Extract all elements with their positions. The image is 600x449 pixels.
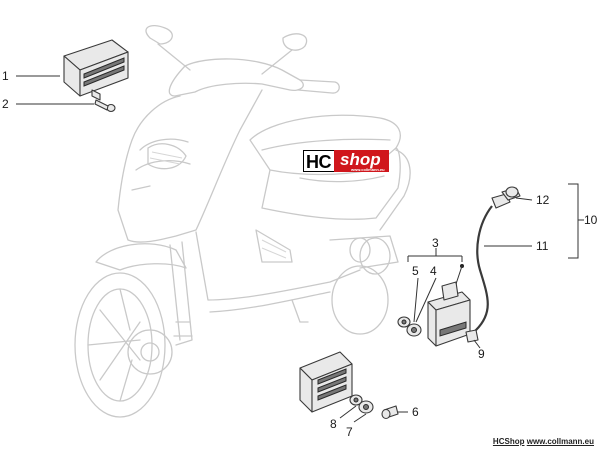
callout-11: 11 [536, 239, 549, 253]
callout-2: 2 [2, 97, 9, 111]
watermark-word-text: shop [340, 150, 381, 169]
callout-1: 1 [2, 69, 9, 83]
screw-part-2[interactable] [94, 99, 116, 113]
scooter-outline [74, 24, 411, 418]
regulator-part[interactable] [63, 39, 129, 101]
callout-3: 3 [432, 236, 439, 250]
washer-part-5[interactable] [397, 316, 411, 328]
callout-6: 6 [412, 405, 419, 419]
callout-5: 5 [412, 264, 419, 278]
spark-plug-cap-part[interactable] [491, 186, 521, 209]
watermark-brand: HC [303, 150, 334, 172]
rectifier-part[interactable] [299, 351, 353, 413]
callout-8: 8 [330, 417, 337, 431]
callout-10: 10 [584, 213, 598, 227]
watermark-site: www.collmann.eu [350, 167, 385, 172]
cdi-unit-part[interactable] [427, 281, 471, 347]
footer-brand: HCShop [492, 437, 525, 446]
leader-lines [16, 75, 584, 423]
callout-7: 7 [346, 425, 353, 439]
callout-12: 12 [536, 193, 550, 207]
washer-part-7[interactable] [358, 400, 374, 414]
ht-cable-part[interactable] [465, 205, 493, 343]
washer-part-4[interactable] [406, 323, 422, 337]
bolt-part-6[interactable] [381, 405, 399, 420]
callout-4: 4 [430, 264, 437, 278]
washer-part-8[interactable] [349, 394, 363, 406]
callout-9: 9 [478, 347, 485, 361]
callout-labels: 1 2 3 4 5 6 7 8 9 10 11 12 [2, 69, 598, 439]
footer-url[interactable]: www.collmann.eu [526, 437, 594, 446]
footer-credit: HCShop www.collmann.eu [493, 437, 594, 446]
